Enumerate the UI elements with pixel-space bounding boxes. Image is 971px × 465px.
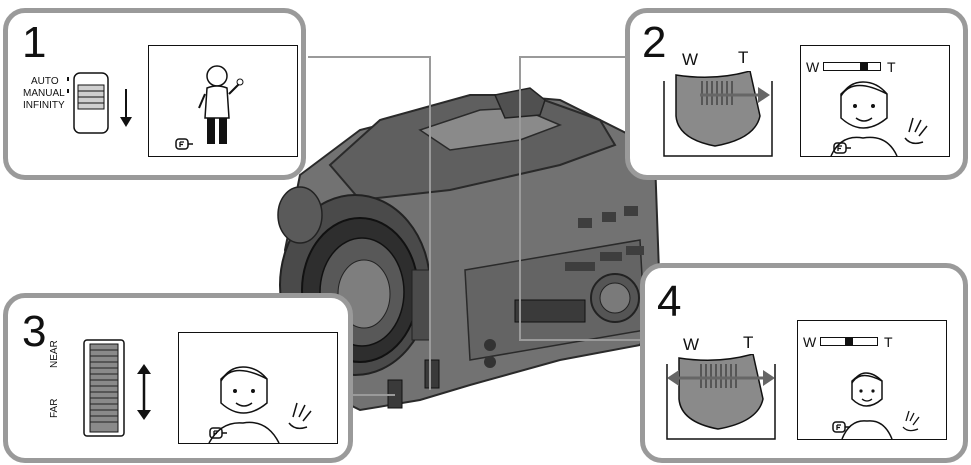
zoom-bar-indicator <box>845 338 853 345</box>
viewfinder-screen-2: W T <box>800 45 950 157</box>
person-figure-mid <box>841 372 920 439</box>
person-figure-full <box>198 65 244 144</box>
lever-label-t: T <box>743 333 754 352</box>
ring-label-near: NEAR <box>49 340 60 368</box>
zoom-bar-t: T <box>887 59 896 75</box>
focus-indicator-icon <box>832 421 850 433</box>
focus-indicator-icon <box>175 138 193 150</box>
focus-indicator-icon <box>209 427 227 439</box>
step-number: 1 <box>22 18 47 67</box>
viewfinder-screen-1 <box>148 45 298 157</box>
focus-indicator-icon <box>833 142 851 154</box>
zoom-bar <box>820 337 878 346</box>
viewfinder-screen-3 <box>178 332 338 444</box>
up-down-arrow-icon <box>137 364 151 420</box>
zoom-lever <box>663 71 773 157</box>
focus-switch <box>67 72 132 134</box>
lever-label-w: W <box>683 335 700 354</box>
switch-label-manual: MANUAL <box>23 88 65 99</box>
step-2-panel: 2 W T W T <box>625 8 968 180</box>
zoom-bar-w: W <box>803 334 817 350</box>
focus-ring <box>83 339 125 437</box>
step-number: 3 <box>22 307 47 356</box>
lever-label-t: T <box>738 48 749 67</box>
switch-label-infinity: INFINITY <box>23 100 65 111</box>
zoom-lever <box>666 354 776 440</box>
person-figure-closeup <box>830 81 928 156</box>
zoom-bar-w: W <box>806 59 820 75</box>
viewfinder-screen-4: W T <box>797 320 947 440</box>
step-number: 2 <box>642 18 667 67</box>
step-3-panel: 3 NEAR FAR <box>3 293 353 463</box>
switch-label-auto: AUTO <box>31 76 59 87</box>
person-figure-closeup <box>208 366 312 443</box>
step-number: 4 <box>657 277 682 326</box>
lever-label-w: W <box>682 50 699 69</box>
zoom-bar <box>823 62 881 71</box>
zoom-bar-indicator <box>860 63 868 70</box>
step-4-panel: 4 W T W T <box>640 263 968 463</box>
zoom-bar-t: T <box>884 334 893 350</box>
step-1-panel: 1 AUTO MANUAL INFINITY <box>3 8 306 180</box>
ring-label-far: FAR <box>49 398 60 418</box>
